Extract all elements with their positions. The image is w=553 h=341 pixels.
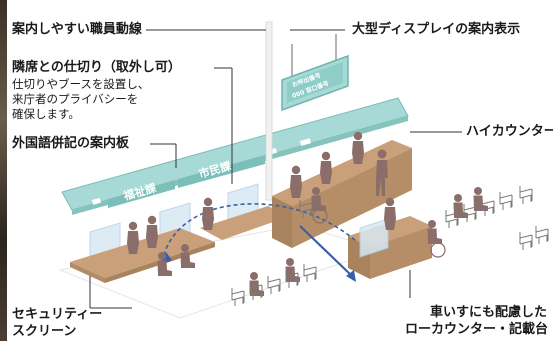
- photo-edge-strip: [0, 0, 7, 341]
- partition-desc-line-1: 仕切りやブースを設置し、: [12, 77, 150, 91]
- partition-title-label: 隣席との仕切り（取外し可）: [12, 60, 181, 75]
- security-screen-label-line-2: スクリーン: [12, 324, 77, 339]
- low-counter-label-line-2: ローカウンター・記載台: [405, 322, 549, 337]
- partition-desc-line-3: 確保します。: [12, 107, 80, 121]
- low-counter-right: [348, 216, 432, 279]
- pillar: [265, 21, 273, 201]
- partition-desc-line-2: 来庁者のプライバシーを: [12, 92, 139, 106]
- high-counter-label: ハイカウンター: [466, 124, 553, 139]
- multilingual-board-label: 外国語併記の案内板: [12, 136, 130, 151]
- large-display-label: 大型ディスプレイの案内表示: [352, 22, 521, 37]
- large-display-board: お呼出番号 000 窓口番号: [281, 34, 349, 112]
- security-screen-label-line-1: セキュリティー: [12, 307, 103, 322]
- staff-circulation-label: 案内しやすい職員動線: [12, 22, 142, 37]
- low-counter-label-line-1: 車いすにも配慮した: [430, 305, 548, 320]
- people: [127, 131, 488, 296]
- leader-lines: [89, 29, 462, 309]
